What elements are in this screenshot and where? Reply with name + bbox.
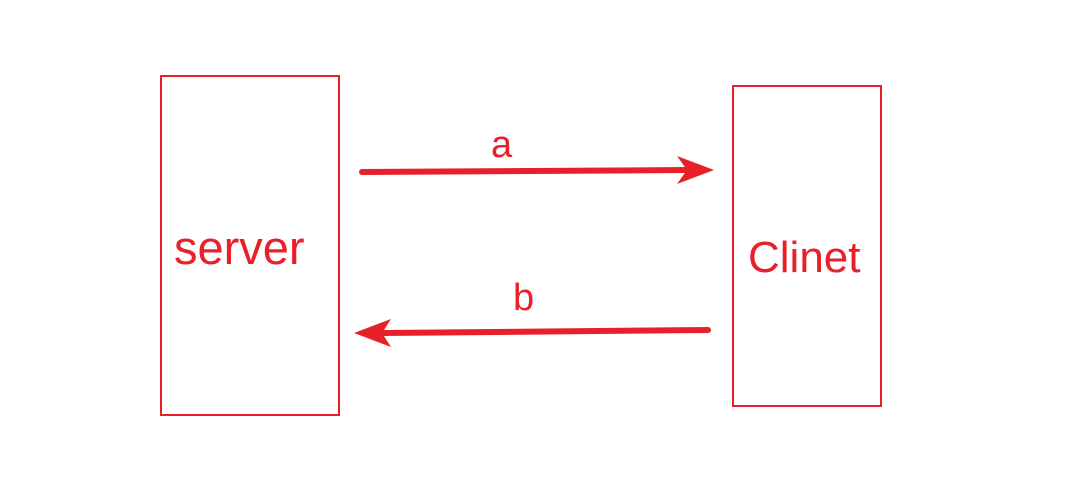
server-label: server (174, 221, 305, 274)
client-box: Clinet (732, 85, 882, 407)
arrow-a-label: a (491, 124, 513, 166)
client-label: Clinet (748, 233, 861, 282)
server-box: server (160, 75, 340, 416)
arrow-b-label: b (513, 277, 535, 319)
arrow-a-line (359, 167, 690, 175)
arrow-a (359, 156, 714, 184)
arrow-b-line (379, 327, 711, 336)
arrow-b-head (354, 319, 391, 347)
arrow-a-head (677, 156, 714, 184)
arrow-b (354, 319, 711, 347)
